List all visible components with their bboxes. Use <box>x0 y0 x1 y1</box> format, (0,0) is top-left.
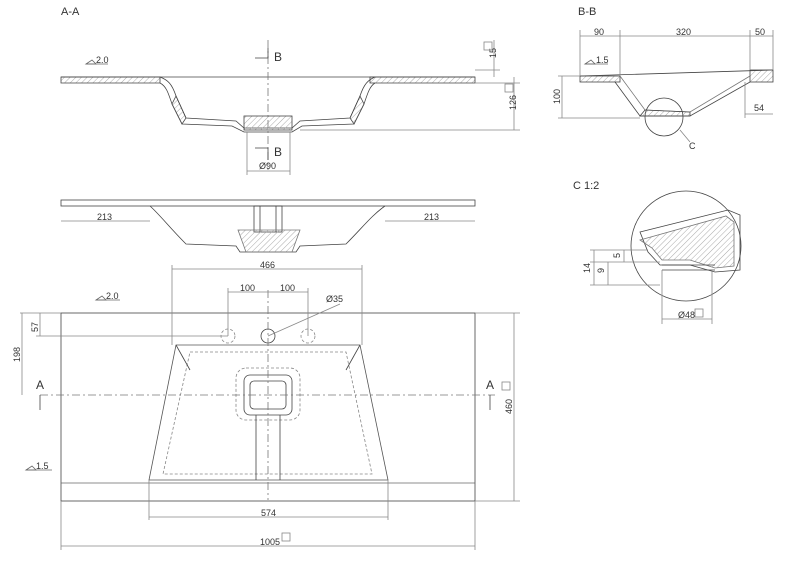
top-dim-57: 57 <box>30 322 40 332</box>
section-a-a-title: A-A <box>61 6 80 18</box>
front-view: 213 213 <box>60 199 476 253</box>
bb-dim-50: 50 <box>755 27 765 37</box>
bb-dim-54: 54 <box>754 103 764 113</box>
section-a-a: A-A B B 2.0 15 126 Ø90 <box>60 6 520 175</box>
bb-dim-90: 90 <box>594 27 604 37</box>
callout-c: C <box>689 141 696 151</box>
marker-a-left: A <box>36 378 44 392</box>
front-dim-213-right: 213 <box>424 212 439 222</box>
bb-dim-320: 320 <box>676 27 691 37</box>
top-dim-460: 460 <box>504 399 514 414</box>
marker-b-bottom: B <box>274 145 282 159</box>
bb-slope-label: 1.5 <box>596 55 609 65</box>
section-b-b-title: B-B <box>578 6 596 18</box>
top-dim-574: 574 <box>261 508 276 518</box>
aa-dim-126: 126 <box>508 95 518 110</box>
detail-c-title: C 1:2 <box>573 180 599 192</box>
detail-c: C 1:2 14 9 5 Ø48 <box>573 180 742 324</box>
top-view: A A 466 100 100 Ø35 2.0 57 198 460 <box>12 260 520 550</box>
marker-a-right: A <box>486 378 494 392</box>
top-slope-label: 2.0 <box>106 291 119 301</box>
top-dim-d35: Ø35 <box>326 294 343 304</box>
section-b-b: B-B C 90 320 50 1.5 100 54 <box>552 6 774 151</box>
c-dim-14: 14 <box>582 263 592 273</box>
aa-dim-d90: Ø90 <box>259 161 276 171</box>
aa-slope-label: 2.0 <box>96 55 109 65</box>
c-dim-9: 9 <box>596 268 606 273</box>
top-dim-466: 466 <box>260 260 275 270</box>
aa-dim-15: 15 <box>488 48 498 58</box>
marker-b-top: B <box>274 50 282 64</box>
bb-dim-100: 100 <box>552 89 562 104</box>
top-slope-low-label: 1.5 <box>36 461 49 471</box>
c-dim-5: 5 <box>612 253 622 258</box>
top-dim-198: 198 <box>12 347 22 362</box>
top-dim-1005: 1005 <box>260 537 280 547</box>
top-dim-100-left: 100 <box>240 283 255 293</box>
c-dim-d48: Ø48 <box>678 310 695 320</box>
front-dim-213-left: 213 <box>97 212 112 222</box>
top-dim-100-right: 100 <box>280 283 295 293</box>
